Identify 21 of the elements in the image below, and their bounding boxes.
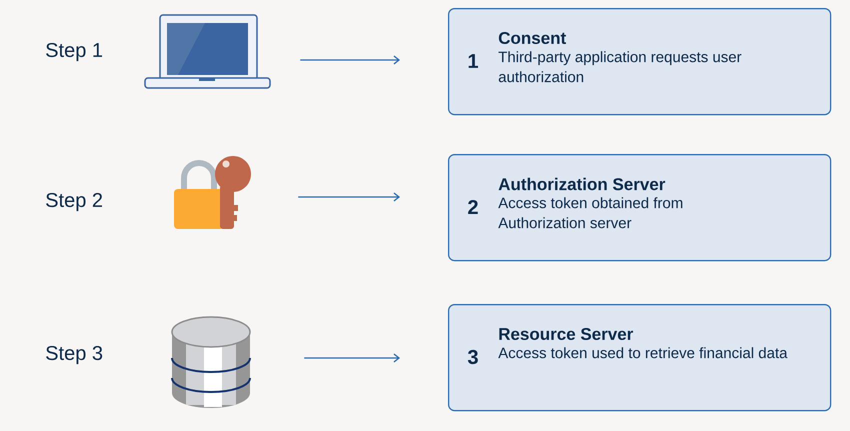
arrow bbox=[304, 354, 400, 363]
step-box bbox=[448, 304, 832, 412]
box-heading: Resource Server bbox=[499, 328, 634, 340]
step-label: Step 2 bbox=[46, 192, 102, 212]
box-description: Access token used to retrieve financial data bbox=[498, 347, 788, 358]
laptop-icon bbox=[144, 14, 271, 89]
step-box bbox=[448, 8, 832, 116]
step-box bbox=[448, 154, 832, 262]
padlock-key-icon bbox=[174, 156, 251, 229]
arrow bbox=[300, 56, 400, 64]
box-description: Third-party application requests user authorization bbox=[498, 51, 742, 82]
step-number: 2 bbox=[468, 200, 478, 214]
step-label: Step 3 bbox=[46, 346, 102, 364]
database-icon bbox=[171, 316, 251, 408]
box-heading: Consent bbox=[498, 32, 566, 44]
arrow bbox=[298, 192, 400, 202]
box-description: Access token obtained from Authorization server bbox=[498, 197, 682, 228]
box-heading: Authorization Server bbox=[498, 178, 666, 190]
step-number: 1 bbox=[468, 54, 478, 68]
step-label: Step 1 bbox=[46, 42, 102, 62]
step-number: 3 bbox=[468, 350, 478, 364]
